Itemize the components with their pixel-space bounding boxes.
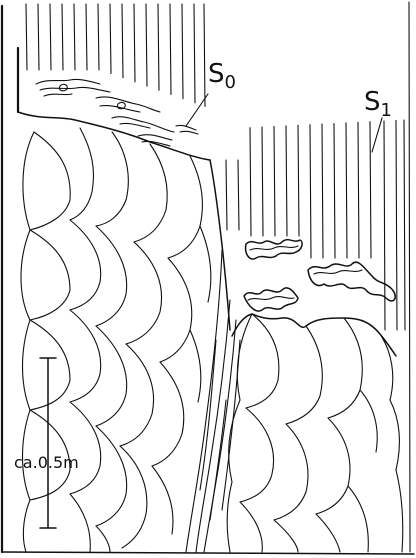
scale-bar-label: ca.0.5m (14, 453, 79, 472)
